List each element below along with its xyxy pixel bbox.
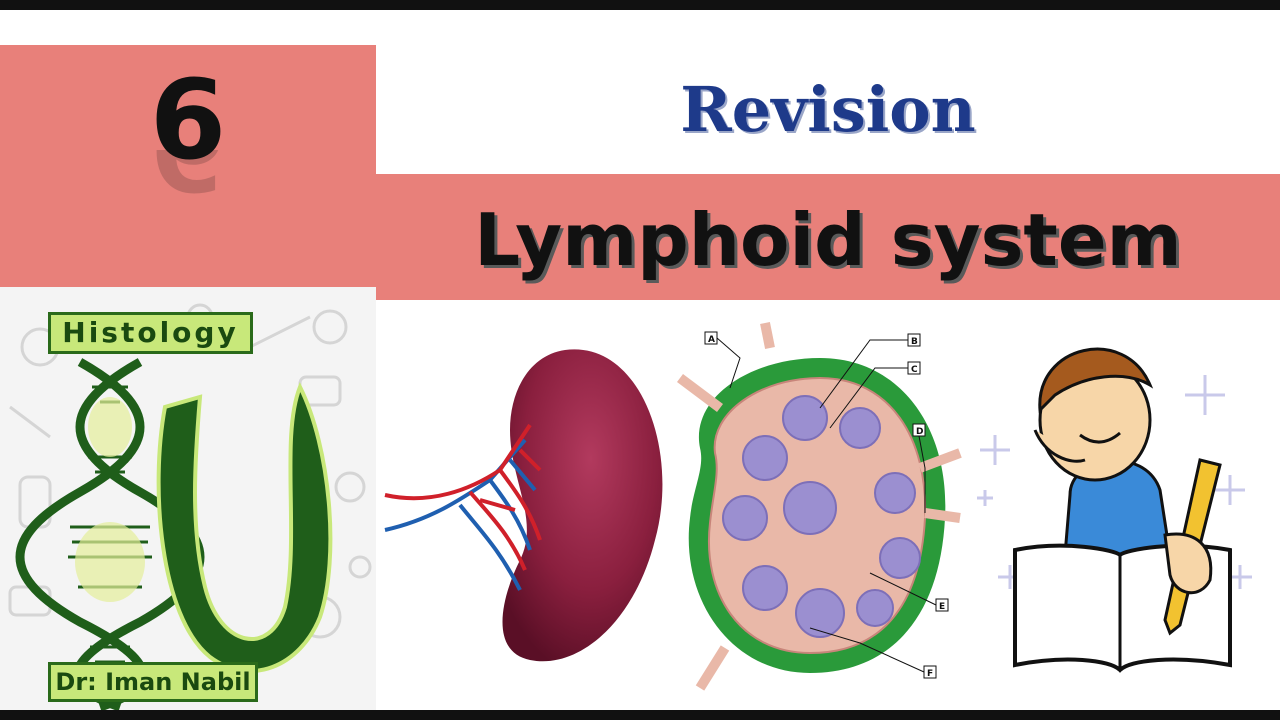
- student-illustration: [977, 347, 1252, 673]
- diagram-label-e: E: [939, 602, 945, 612]
- histology-logo: [0, 287, 376, 710]
- diagram-label-f: F: [927, 669, 933, 679]
- top-border: [0, 0, 1280, 10]
- diagram-label-a: A: [708, 335, 715, 345]
- subtitle: Revision: [680, 73, 976, 146]
- diagram-label-d: D: [916, 427, 923, 437]
- title-band: [376, 174, 1280, 300]
- logo-title-label: Histology: [48, 312, 253, 354]
- lecture-number: 6: [149, 56, 227, 184]
- logo-author-label: Dr: Iman Nabil: [48, 662, 258, 702]
- spleen-illustration: [384, 349, 663, 662]
- bottom-border: [0, 710, 1280, 720]
- number-block: [0, 45, 376, 300]
- diagram-label-c: C: [911, 365, 918, 375]
- lecture-number-reflection: 6: [0, 150, 376, 210]
- lymph-node-diagram: A B C D E F: [677, 322, 962, 691]
- diagram-label-b: B: [911, 337, 918, 347]
- page-title: Lymphoid system: [474, 198, 1182, 282]
